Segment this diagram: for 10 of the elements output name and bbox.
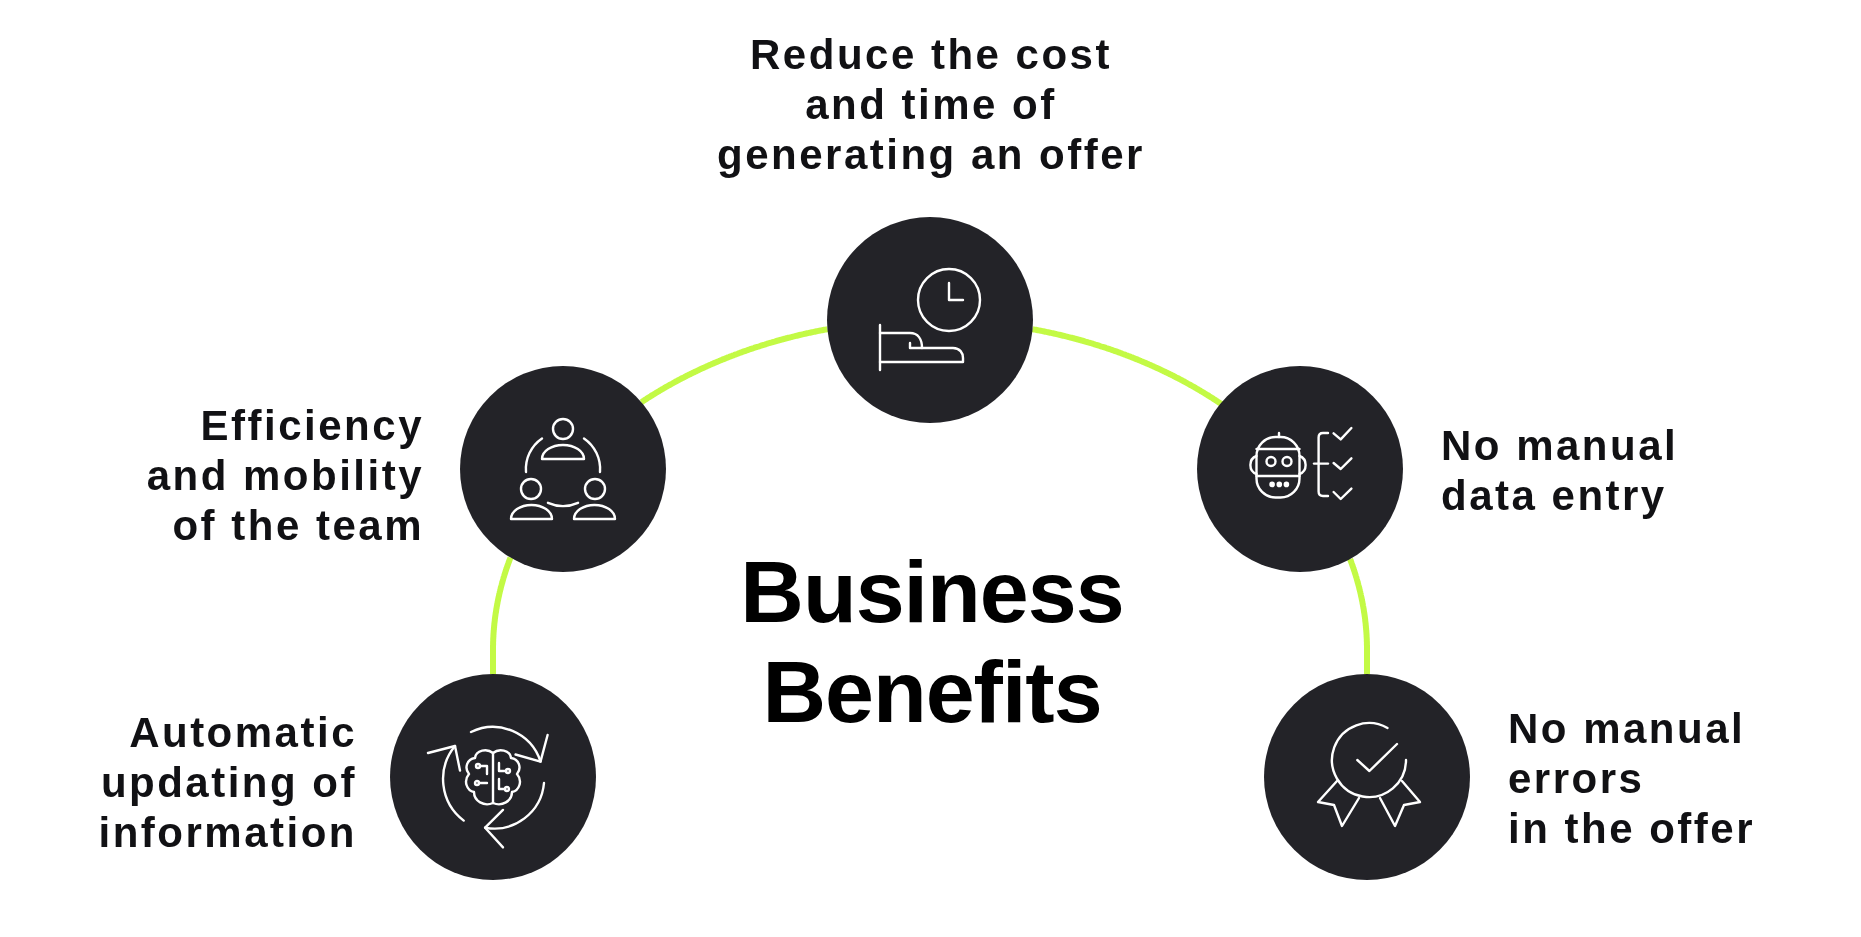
benefit-text: No manual data entry — [1441, 421, 1679, 521]
benefit-text: No manual errors in the offer — [1508, 704, 1755, 854]
benefit-text: Efficiency and mobility of the team — [146, 401, 424, 551]
benefit-text: Automatic updating of information — [98, 708, 357, 858]
connector-line — [490, 554, 514, 675]
connector-line — [1347, 556, 1370, 675]
benefit-text: Reduce the cost and time of generating an offer — [717, 30, 1145, 180]
connector-line — [1030, 326, 1224, 407]
diagram-title: Business Benefits — [740, 542, 1124, 742]
connector-line — [638, 326, 830, 405]
